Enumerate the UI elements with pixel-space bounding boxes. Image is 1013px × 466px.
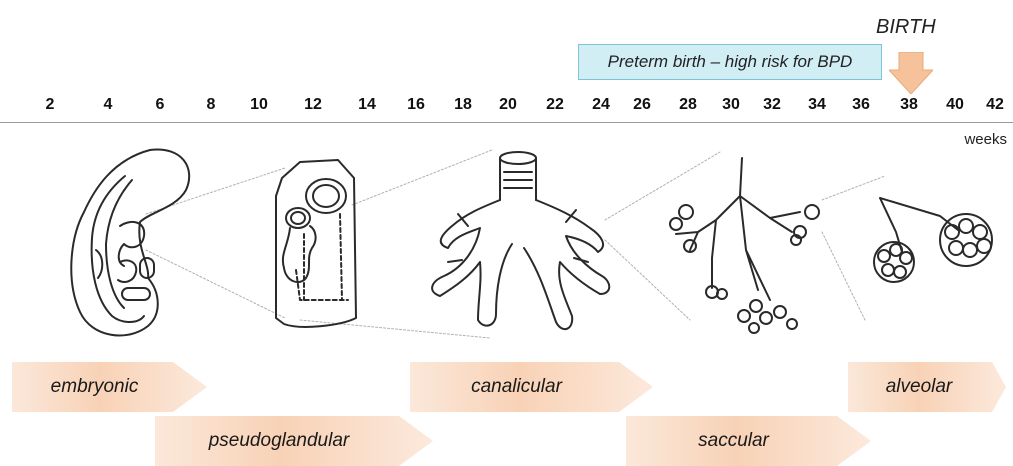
stage-label: canalicular: [471, 376, 562, 398]
stage-pseudoglandular: pseudoglandular: [155, 416, 433, 466]
canalicular-illustration: [432, 152, 609, 329]
saccular-illustration: [670, 158, 819, 333]
stage-saccular: saccular: [626, 416, 871, 466]
stage-label: saccular: [698, 430, 769, 452]
pseudoglandular-illustration: [276, 160, 356, 327]
stage-embryonic: embryonic: [12, 362, 207, 412]
stage-label: alveolar: [886, 376, 953, 398]
alveolar-illustration: [874, 198, 992, 282]
embryo-illustration: [71, 150, 189, 336]
illustrations: [0, 0, 1013, 360]
stage-alveolar: alveolar: [848, 362, 1006, 412]
stage-label: embryonic: [51, 376, 139, 398]
stage-label: pseudoglandular: [209, 430, 350, 452]
stage-canalicular: canalicular: [410, 362, 653, 412]
